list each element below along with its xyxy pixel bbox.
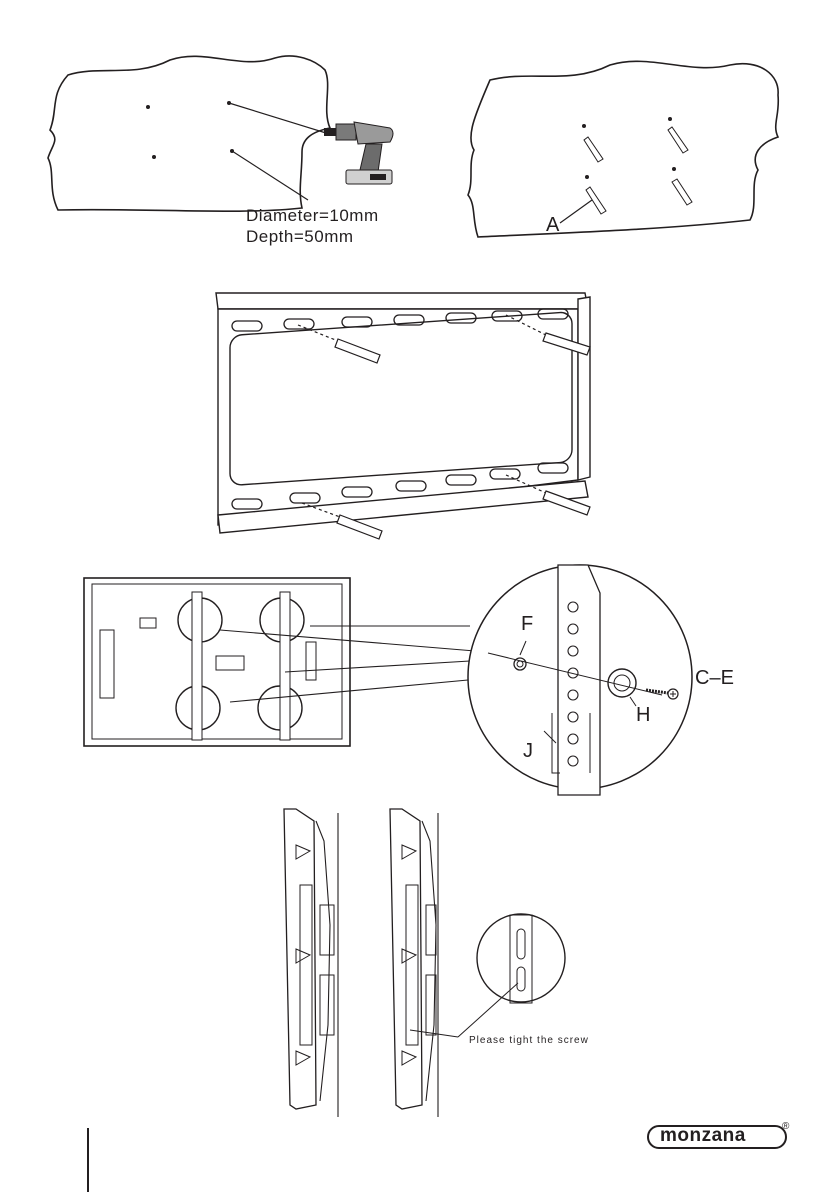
anchor-label-a: A	[546, 214, 559, 237]
tv-hanging-illustration	[280, 805, 610, 1117]
tv-bracket-right	[280, 592, 290, 740]
wall-outline	[468, 61, 778, 237]
screw-detail-circle	[477, 914, 565, 1002]
step3-wall-plate-figure	[210, 285, 610, 555]
tv-bracket-left	[192, 592, 202, 740]
step2-anchors-figure	[460, 55, 790, 245]
tighten-screw-note: Please tight the screw	[469, 1035, 589, 1046]
label-f: F	[521, 613, 533, 636]
drill-icon	[324, 122, 393, 184]
plate-top-rail	[216, 293, 588, 309]
step5-hang-tv-figure	[280, 805, 610, 1117]
wall-outline	[48, 56, 330, 211]
brand-name: monzana	[660, 1125, 746, 1147]
label-j: J	[523, 740, 533, 763]
diameter-label: Diameter=10mm	[246, 206, 379, 226]
monzana-logo: monzana ®	[646, 1123, 794, 1151]
plate-right-side	[578, 297, 590, 480]
label-h: H	[636, 704, 650, 727]
step1-drill-wall-figure	[40, 40, 440, 260]
leader-top	[229, 103, 326, 133]
depth-label: Depth=50mm	[246, 227, 354, 247]
brand-registered-mark: ®	[782, 1121, 789, 1132]
leader-bottom	[232, 151, 308, 200]
wall-anchor-icon	[582, 117, 692, 214]
step4-tv-brackets-figure	[80, 572, 360, 752]
tv-back-illustration	[80, 572, 360, 752]
wall-drill-illustration	[40, 40, 440, 260]
detail-bracket	[558, 565, 600, 795]
step4-detail-circle	[460, 563, 700, 803]
anchor-leader	[560, 200, 592, 223]
bracket-detail-illustration	[460, 563, 700, 803]
label-ce: C–E	[695, 667, 734, 690]
drill-hole-top-left	[146, 105, 150, 109]
drill-hole-bottom-left	[152, 155, 156, 159]
tv-back-outline	[84, 578, 350, 746]
wall-anchors-illustration	[460, 55, 790, 245]
page-margin-rule	[87, 1128, 89, 1192]
wall-plate-illustration	[210, 285, 610, 555]
